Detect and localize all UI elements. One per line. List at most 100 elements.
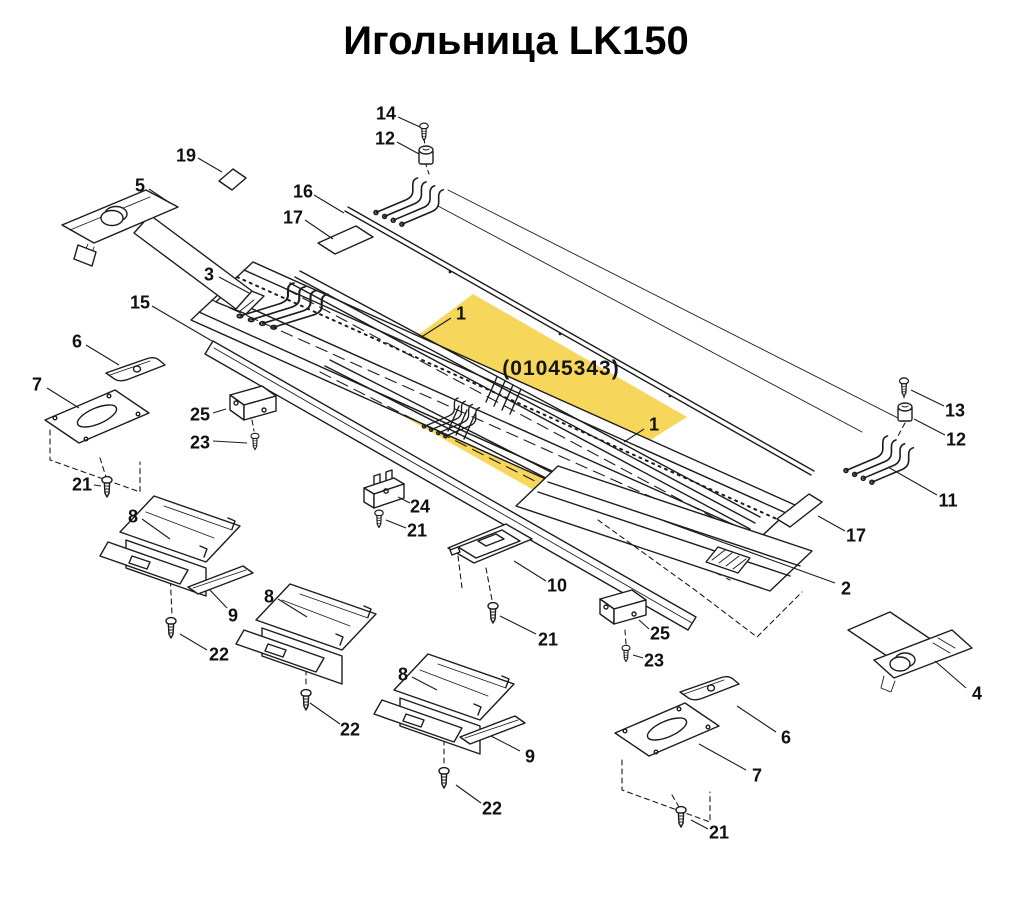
callout-leader-10 bbox=[513, 560, 547, 582]
retaining-rod bbox=[344, 206, 815, 476]
callout-leader-17 bbox=[304, 219, 334, 240]
screw-21-bottom bbox=[675, 805, 687, 828]
callout-leader-1 bbox=[623, 428, 645, 443]
part-callout-21: 21 bbox=[72, 475, 92, 495]
callout-leader-3 bbox=[218, 276, 250, 294]
part-callout-9: 9 bbox=[525, 747, 535, 767]
callout-leader-6 bbox=[85, 344, 120, 366]
clamp-bracket-8b bbox=[235, 583, 377, 685]
callout-leader-9 bbox=[208, 588, 228, 609]
callout-leader-11 bbox=[887, 466, 938, 496]
page-title: Игольница LK150 bbox=[343, 19, 689, 63]
part-callout-19: 19 bbox=[176, 146, 196, 166]
callout-leader-22 bbox=[309, 702, 341, 725]
part-callout-12: 12 bbox=[375, 129, 395, 149]
screw-21-left bbox=[101, 475, 113, 498]
part-callout-17: 17 bbox=[846, 526, 866, 546]
callout-leader-13 bbox=[910, 389, 945, 407]
clip-6-right bbox=[679, 676, 740, 701]
part-callout-2: 2 bbox=[841, 579, 851, 599]
callout-leader-16 bbox=[313, 194, 345, 214]
callout-leader-8 bbox=[141, 518, 171, 540]
screw-22a bbox=[165, 616, 177, 639]
part-callout-13: 13 bbox=[945, 401, 965, 421]
part-callout-4: 4 bbox=[972, 684, 982, 704]
part-callout-9: 9 bbox=[228, 606, 238, 626]
part-callout-5: 5 bbox=[135, 176, 145, 196]
end-cap-left-5 bbox=[61, 189, 253, 310]
part-callout-22: 22 bbox=[482, 799, 502, 819]
callout-leader-25 bbox=[212, 408, 227, 414]
part-callout-25: 25 bbox=[190, 405, 210, 425]
bracket-25-right bbox=[599, 589, 647, 625]
plate-7-right bbox=[614, 702, 720, 757]
screw-14 bbox=[419, 122, 429, 142]
part-callout-23: 23 bbox=[644, 651, 664, 671]
part-callout-21: 21 bbox=[538, 630, 558, 650]
part-callout-21: 21 bbox=[407, 521, 427, 541]
cap-12-top bbox=[418, 145, 434, 165]
part-callout-1: 1 bbox=[456, 304, 466, 324]
part-callout-14: 14 bbox=[376, 104, 396, 124]
callout-leader-23 bbox=[212, 440, 248, 444]
strip-17-top bbox=[317, 225, 374, 255]
part-callout-11: 11 bbox=[938, 491, 957, 511]
part-callout-22: 22 bbox=[209, 645, 229, 665]
clip-6-left bbox=[105, 357, 166, 382]
callout-leader-21 bbox=[499, 615, 537, 635]
end-cap-right-4 bbox=[847, 611, 973, 693]
callout-leader-12 bbox=[396, 141, 420, 155]
cap-12-right bbox=[897, 402, 913, 422]
part-callout-7: 7 bbox=[752, 766, 762, 786]
callout-leader-23 bbox=[632, 654, 644, 659]
callout-leader-17 bbox=[817, 515, 846, 532]
slide-assembly-2 bbox=[515, 465, 813, 592]
part-callout-1: 1 bbox=[649, 415, 659, 435]
callout-leader-9 bbox=[490, 735, 521, 752]
screw-21-mid bbox=[374, 509, 384, 529]
callout-leader-21 bbox=[93, 484, 102, 487]
part-callout-22: 22 bbox=[340, 720, 360, 740]
screw-21-center bbox=[487, 601, 499, 624]
part-callout-8: 8 bbox=[398, 665, 408, 685]
part-callout-25: 25 bbox=[650, 624, 670, 644]
callout-leader-19 bbox=[197, 157, 223, 173]
screw-23-right bbox=[621, 644, 631, 663]
part-callout-23: 23 bbox=[190, 433, 210, 453]
plate-7-left bbox=[44, 389, 150, 444]
part-callout-21: 21 bbox=[709, 823, 729, 843]
part-callout-6: 6 bbox=[781, 728, 791, 748]
part-callout-24: 24 bbox=[410, 497, 430, 517]
part-callout-7: 7 bbox=[32, 375, 42, 395]
part-callout-15: 15 bbox=[130, 293, 150, 313]
needle-set-rear bbox=[285, 270, 761, 536]
part-callout-12: 12 bbox=[946, 430, 966, 450]
callout-leader-12 bbox=[913, 418, 946, 436]
callout-leader-4 bbox=[934, 660, 967, 689]
screw-13 bbox=[898, 377, 910, 397]
callout-leader-21 bbox=[385, 519, 407, 529]
callout-leader-14 bbox=[397, 116, 421, 128]
strip-19 bbox=[218, 168, 247, 191]
callout-leader-6 bbox=[736, 705, 777, 733]
part-callout-8: 8 bbox=[128, 507, 138, 527]
callout-leader-15 bbox=[151, 305, 213, 342]
part-callout-8: 8 bbox=[264, 587, 274, 607]
rail-15 bbox=[204, 340, 697, 631]
callout-leader-7 bbox=[46, 387, 80, 409]
screw-23-left bbox=[250, 432, 260, 451]
part-callout-16: 16 bbox=[293, 182, 313, 202]
part-callout-17: 17 bbox=[283, 208, 303, 228]
callout-leader-1 bbox=[422, 317, 452, 337]
needle-hooks bbox=[485, 376, 522, 415]
screw-22c bbox=[438, 766, 450, 789]
part-callout-10: 10 bbox=[547, 576, 567, 596]
callout-leader-22 bbox=[455, 784, 482, 804]
bracket-24 bbox=[363, 469, 405, 509]
highlight-part-number: (01045343) bbox=[502, 357, 619, 380]
part-callout-6: 6 bbox=[72, 332, 82, 352]
callout-leader-8 bbox=[411, 676, 438, 691]
part-callout-3: 3 bbox=[204, 265, 214, 285]
